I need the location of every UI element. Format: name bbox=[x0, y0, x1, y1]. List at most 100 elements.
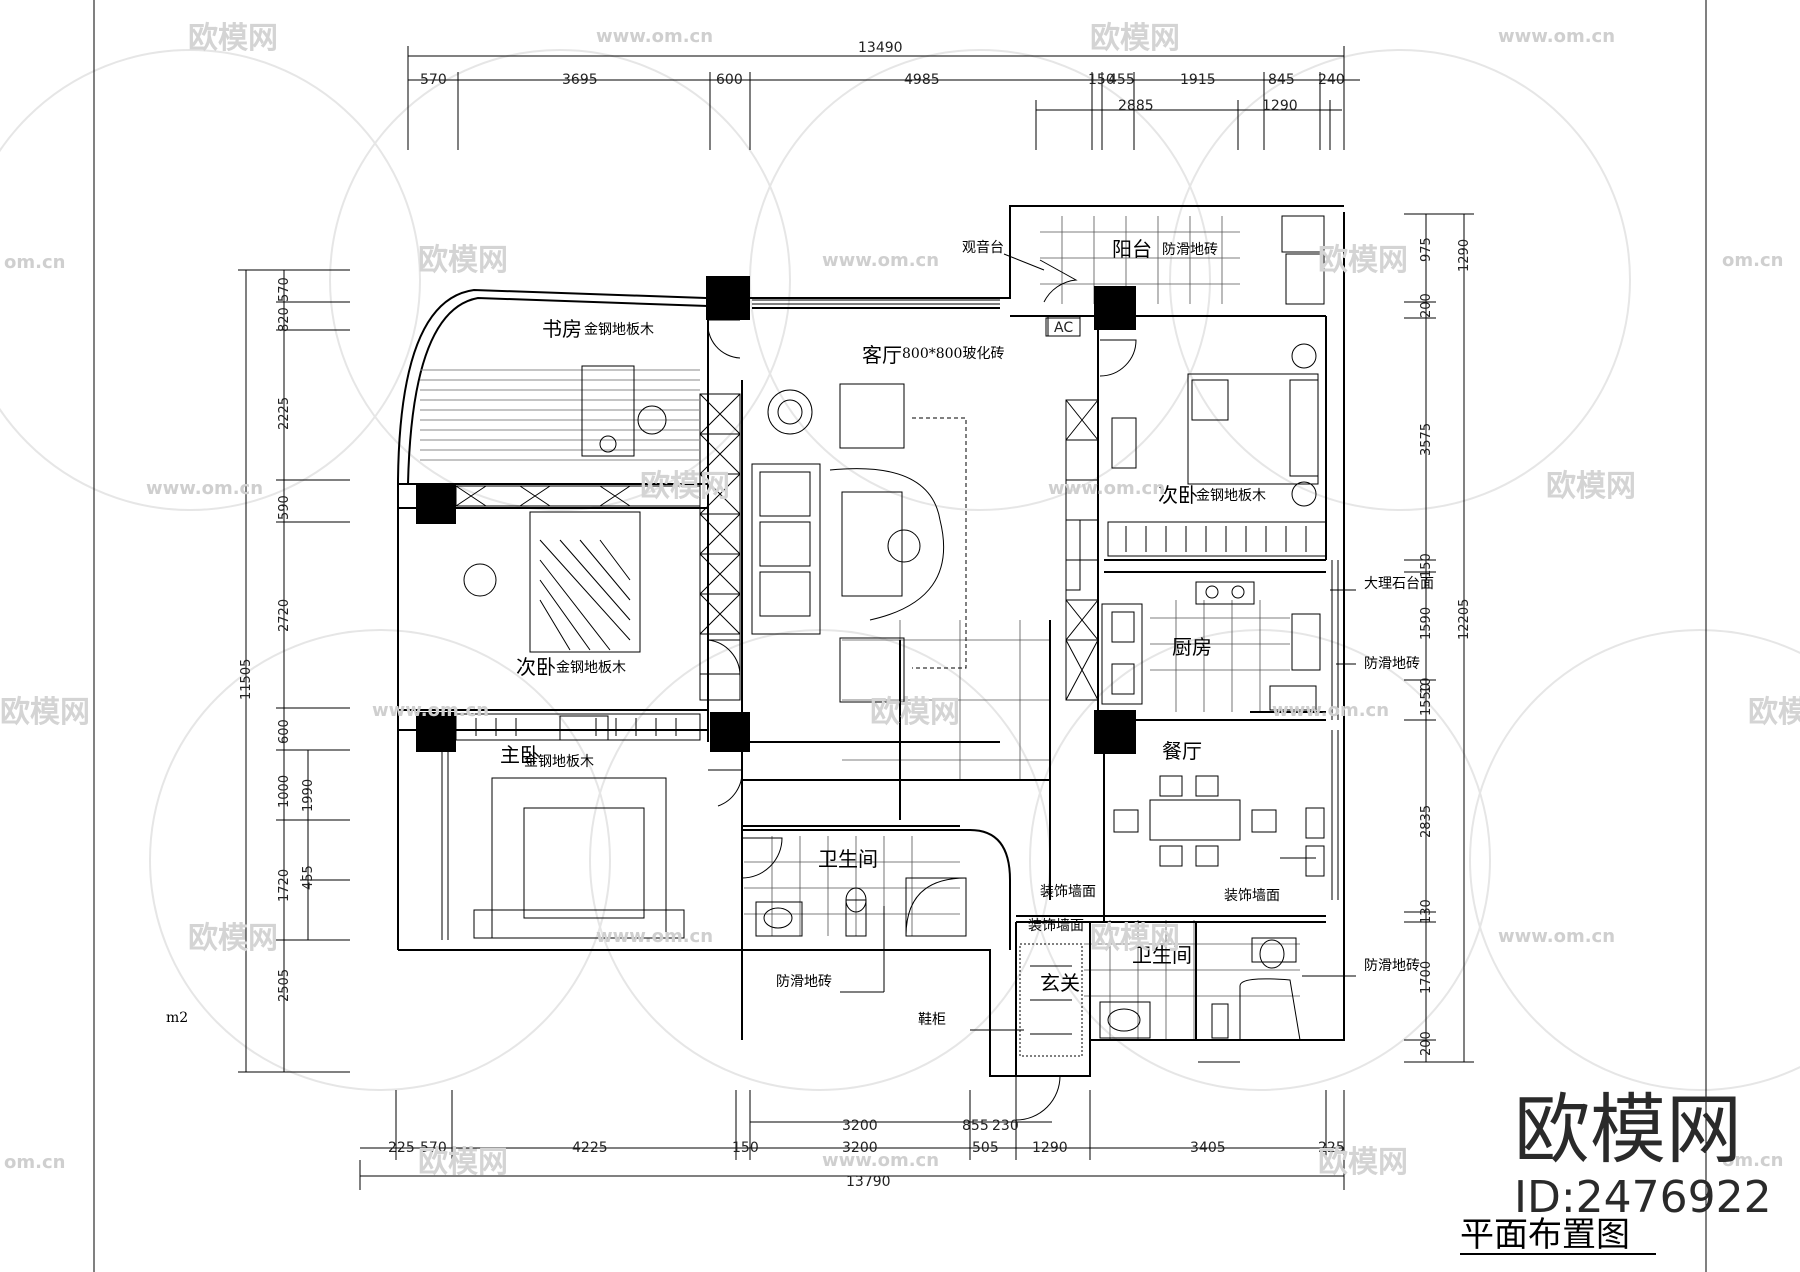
dim-top-9: 240 bbox=[1318, 72, 1345, 88]
label-master: 主卧 bbox=[500, 743, 540, 767]
label-guanyin-tai: 观音台 bbox=[962, 239, 1004, 256]
label-bath1: 卫生间 bbox=[818, 847, 878, 871]
furniture bbox=[420, 215, 1325, 1057]
dim-top-1: 570 bbox=[420, 72, 447, 88]
dim-bottom-7: 1290 bbox=[1032, 1140, 1068, 1156]
windows bbox=[441, 299, 1339, 940]
watermark-url-1: www.om.cn bbox=[596, 26, 713, 47]
label-balcony: 阳台 bbox=[1112, 237, 1152, 261]
watermark-url-12: om.cn bbox=[4, 1152, 65, 1173]
label-foyer: 玄关 bbox=[1040, 971, 1080, 995]
watermark-brand-4: 欧模网 bbox=[1318, 243, 1408, 278]
watermark-brand-3: 欧模网 bbox=[418, 243, 508, 278]
label-balcony-floor: 防滑地砖 bbox=[1162, 241, 1218, 258]
dim-top-total: 13490 bbox=[858, 40, 903, 56]
dim-right-9: 2835 bbox=[1419, 805, 1434, 838]
watermark-url-4: www.om.cn bbox=[822, 250, 939, 271]
dim-right-10: 130 bbox=[1419, 899, 1434, 924]
dim-right-1: 1290 bbox=[1457, 239, 1472, 272]
dim-top-r2b: 1290 bbox=[1262, 98, 1298, 114]
watermark-url-13: www.om.cn bbox=[822, 1150, 939, 1171]
label-living: 客厅 bbox=[862, 343, 902, 367]
label-kitchen: 厨房 bbox=[1172, 635, 1212, 659]
watermark-brand-9: 欧模网 bbox=[1748, 695, 1800, 730]
label-study: 书房 bbox=[542, 317, 582, 341]
dim-left-9: 2505 bbox=[277, 969, 292, 1002]
watermark-brand-7: 欧模网 bbox=[0, 695, 90, 730]
note-decor-wall-1: 装饰墙面 bbox=[1040, 884, 1096, 900]
note-decor-wall-2: 装饰墙面 bbox=[1224, 888, 1280, 904]
dim-bottom-5: 3200 bbox=[842, 1140, 878, 1156]
dim-left-4: 590 bbox=[277, 495, 292, 520]
dim-top-3: 600 bbox=[716, 72, 743, 88]
dim-bottom-u1: 3200 bbox=[842, 1118, 878, 1134]
dim-bottom-8: 3405 bbox=[1190, 1140, 1226, 1156]
dim-bottom-6: 505 bbox=[972, 1140, 999, 1156]
watermark-url-11: www.om.cn bbox=[1498, 926, 1615, 947]
dim-top-8: 845 bbox=[1268, 72, 1295, 88]
dim-top-5: 150 bbox=[1088, 72, 1115, 88]
watermark-brand-1: 欧模网 bbox=[188, 21, 278, 56]
dim-left-i2: 455 bbox=[301, 865, 316, 890]
dim-right-4: 3575 bbox=[1419, 423, 1434, 456]
dim-left-5: 2720 bbox=[277, 599, 292, 632]
scale-note: m2 bbox=[166, 1010, 188, 1026]
logo-id: ID:2476922 bbox=[1514, 1172, 1772, 1223]
watermark-url-3: om.cn bbox=[4, 252, 65, 273]
dim-left-total: 11505 bbox=[239, 659, 254, 700]
dim-right-6: 1590 bbox=[1419, 607, 1434, 640]
ac-box bbox=[1045, 317, 1081, 337]
dim-right-7: 10 bbox=[1419, 677, 1434, 694]
watermark-brand-8: 欧模网 bbox=[870, 695, 960, 730]
dim-bottom-4: 150 bbox=[732, 1140, 759, 1156]
label-bedroom2-left: 次卧 bbox=[516, 655, 556, 679]
label-living-floor: 800*800玻化砖 bbox=[902, 346, 1004, 362]
watermark-url-10: www.om.cn bbox=[596, 926, 713, 947]
watermark-brand-5: 欧模网 bbox=[640, 469, 730, 504]
dim-right-11: 1700 bbox=[1419, 961, 1434, 994]
dim-top-6: 455 bbox=[1108, 72, 1135, 88]
dim-left-i1: 1990 bbox=[301, 779, 316, 812]
dim-bottom-u3: 230 bbox=[992, 1118, 1019, 1134]
label-bedroom2-left-floor: 金钢地板木 bbox=[556, 660, 626, 676]
watermark-url-2: www.om.cn bbox=[1498, 26, 1615, 47]
dim-left-7: 1000 bbox=[277, 775, 292, 808]
right-dimension-lines bbox=[1404, 213, 1474, 1063]
dim-right-5: 150 bbox=[1419, 553, 1434, 578]
dim-bottom-1: 225 bbox=[388, 1140, 415, 1156]
watermark-url-9: www.om.cn bbox=[1272, 700, 1389, 721]
watermark-brand-13: 欧模网 bbox=[1318, 1145, 1408, 1180]
dim-right-8: 1550 bbox=[1419, 683, 1434, 716]
watermark-texts: 欧模网 www.om.cn 欧模网 www.om.cn om.cn 欧模网 ww… bbox=[0, 21, 1800, 1180]
note-decor-wall-3: 装饰墙面 bbox=[1028, 918, 1084, 934]
note-antislip-bath1: 防滑地砖 bbox=[776, 973, 832, 990]
dim-right-2: 975 bbox=[1419, 237, 1434, 262]
watermark-brand-2: 欧模网 bbox=[1090, 21, 1180, 56]
wardrobes bbox=[455, 393, 1327, 741]
watermark-brand-11: 欧模网 bbox=[1090, 921, 1180, 956]
bottom-dimension-lines bbox=[359, 1090, 1345, 1190]
label-dining: 餐厅 bbox=[1162, 739, 1202, 763]
watermark-brand-6: 欧模网 bbox=[1546, 469, 1636, 504]
dim-left-6: 600 bbox=[277, 719, 292, 744]
watermark-url-5: om.cn bbox=[1722, 250, 1783, 271]
watermark-url-7: www.om.cn bbox=[1048, 478, 1165, 499]
drawing-title: 平面布置图 bbox=[1460, 1215, 1630, 1255]
dim-bottom-9: 225 bbox=[1318, 1140, 1345, 1156]
dim-right-12: 200 bbox=[1419, 1031, 1434, 1056]
label-bath2: 卫生间 bbox=[1132, 943, 1192, 967]
dim-bottom-2: 570 bbox=[420, 1140, 447, 1156]
note-antislip-bath2: 防滑地砖 bbox=[1364, 957, 1420, 974]
left-dimension-lines bbox=[238, 269, 350, 1073]
top-dimension-lines bbox=[407, 46, 1360, 150]
logo-text: 欧模网 bbox=[1514, 1085, 1742, 1174]
note-marble-counter: 大理石台面 bbox=[1364, 576, 1434, 592]
label-bedroom2-right: 次卧 bbox=[1158, 483, 1198, 507]
dim-bottom-u2: 855 bbox=[962, 1118, 989, 1134]
watermark-brand-10: 欧模网 bbox=[188, 921, 278, 956]
label-study-floor: 金钢地板木 bbox=[584, 322, 654, 338]
dim-right-3: 200 bbox=[1419, 293, 1434, 318]
dim-bottom-total: 13790 bbox=[846, 1174, 891, 1190]
label-ac: AC bbox=[1054, 320, 1073, 336]
note-antislip-kitchen: 防滑地砖 bbox=[1364, 655, 1420, 672]
